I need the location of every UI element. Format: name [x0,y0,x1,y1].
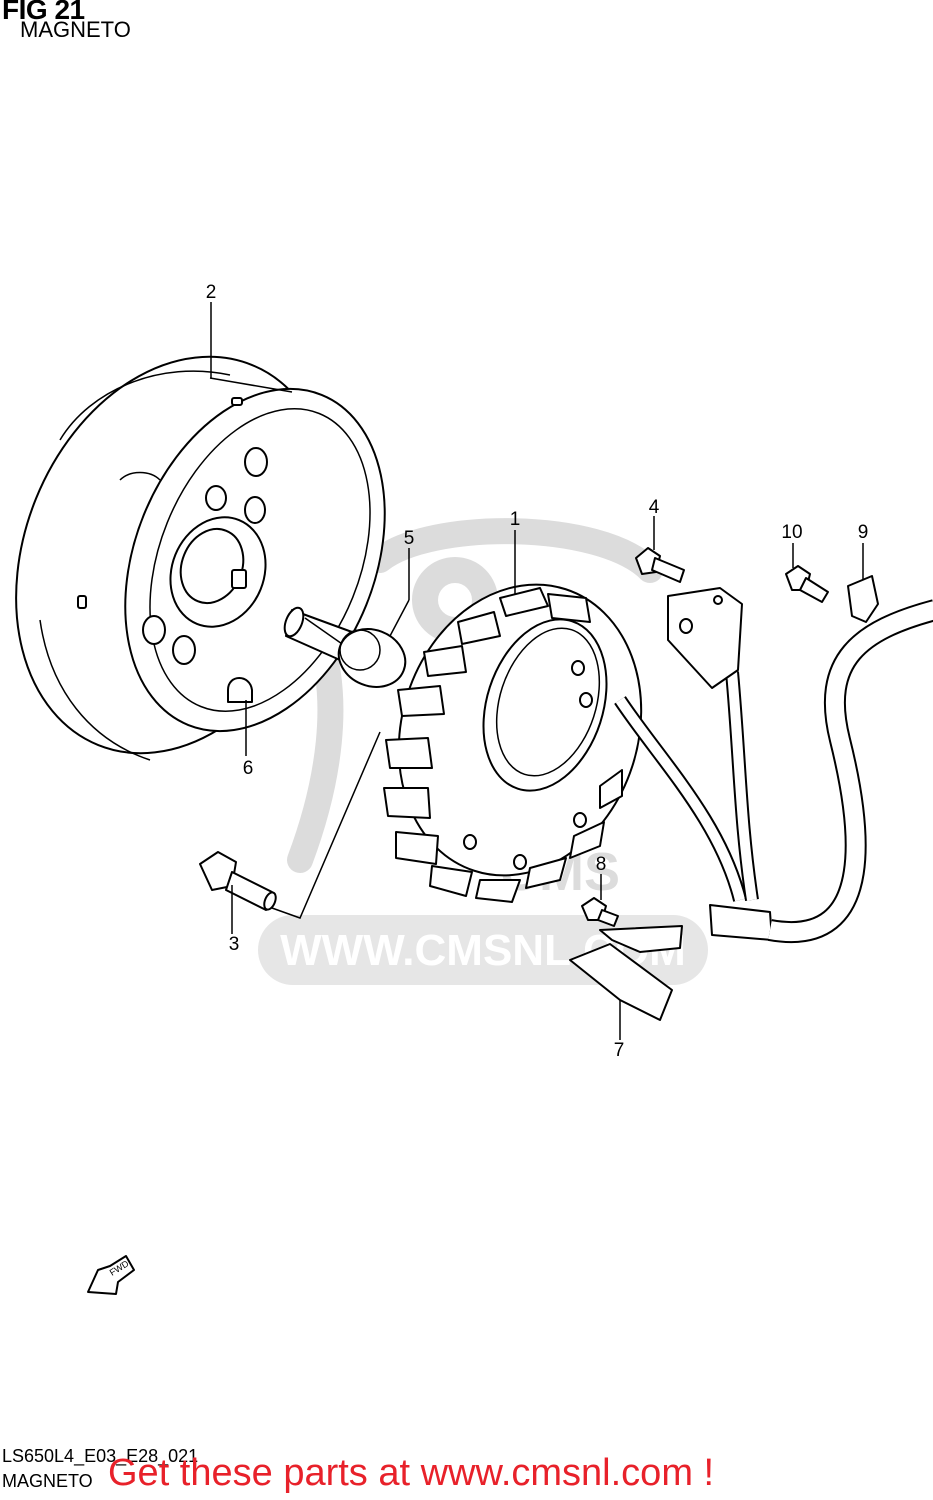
callout-3: 3 [229,934,240,955]
callout-8: 8 [596,854,607,875]
figure-subtitle: MAGNETO [20,17,131,42]
bolt-10 [785,565,829,603]
figure-title: FIG 21 [2,0,85,25]
shaft-sleeve [283,606,407,688]
get-parts-link[interactable]: Get these parts at www.cmsnl.com ! [108,1452,715,1494]
fwd-arrow: FWD [87,1255,135,1295]
stator-wiring-harness [614,587,933,943]
stator-assembly [383,583,643,903]
bracket-7 [569,925,683,1021]
rotor-flywheel [15,355,386,761]
callouts: 1 2 3 4 5 6 7 8 9 10 [206,282,869,1061]
bolt-3 [199,851,277,911]
leader-lines [210,302,864,1040]
bolt-4 [635,547,685,583]
callout-10: 10 [781,522,802,543]
callout-4: 4 [649,497,660,518]
clamp-9 [847,575,879,623]
callout-9: 9 [858,522,869,543]
diagram-reference-code: LS650L4_E03_E28_021 [2,1446,199,1466]
callout-7: 7 [614,1040,625,1061]
callout-6: 6 [243,758,254,779]
woodruff-key [227,677,253,703]
callout-1: 1 [510,509,521,530]
screw-8 [581,897,619,927]
callout-2: 2 [206,282,217,303]
callout-5: 5 [404,528,415,549]
footer-figure-name: MAGNETO [2,1471,93,1491]
